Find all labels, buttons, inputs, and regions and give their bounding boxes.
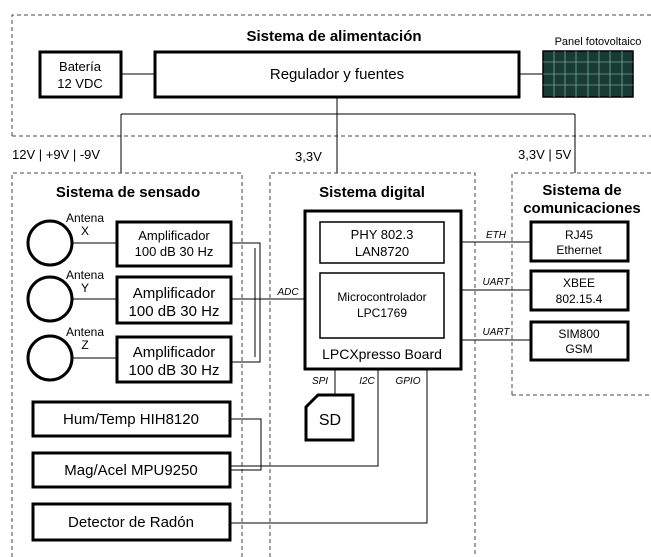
i2c-bus-label: I2C [359,376,375,387]
phy-label: PHY 802.3 [351,227,414,242]
svg-text:Z: Z [81,338,88,352]
xbee-sub: 802.15.4 [556,292,603,306]
rj45-box [529,220,630,263]
amplifier-y-spec: 100 dB 30 Hz [129,303,220,320]
sensing-system-border [11,172,243,557]
microcontroller-chip: LPC1769 [357,306,407,320]
i2c-bus-wire [230,369,379,467]
xbee-label: XBEE [563,276,595,290]
microcontroller-label: Microcontrolador [337,290,426,304]
uart-sim800-label: UART [482,327,510,338]
rj45-label: RJ45 [565,228,593,242]
radon-detector-box [31,502,232,542]
sim800-sub: GSM [565,342,592,356]
phy-chip: LAN8720 [355,244,409,259]
rj45-sub: Ethernet [556,243,602,257]
digital-system-border [269,172,476,557]
radon-detector-label: Detector de Radón [68,514,194,531]
rail-label-digital: 3,3V [295,149,322,164]
adc-bus-wires [231,242,305,363]
sd-card-label: SD [319,412,341,429]
adc-bus-label: ADC [276,287,299,298]
rail-label-sensing: 12V | +9V | -9V [12,147,100,162]
sd-card-icon [304,393,355,442]
antenna-y-icon [26,275,74,323]
solar-panel-icon [542,50,634,98]
amplifier-x-label: Amplificador [138,228,210,243]
rail-label-comms: 3,3V | 5V [518,147,572,162]
antenna-z-icon [26,334,74,382]
comms-system-title: Sistema de [542,182,621,199]
digital-system-title: Sistema digital [319,184,425,201]
amplifier-y-box [115,275,233,325]
battery-label: Batería [59,59,102,74]
gpio-bus-label: GPIO [395,376,420,387]
regulator-label: Regulador y fuentes [270,66,404,83]
eth-bus-label: ETH [486,230,507,241]
amplifier-z-spec: 100 dB 30 Hz [129,362,220,379]
svg-text:Y: Y [81,281,89,295]
sim800-box [529,320,630,362]
comms-system-border [511,172,651,396]
uart-xbee-label: UART [482,277,510,288]
sensing-system-title: Sistema de sensado [56,184,200,201]
svg-text:X: X [81,224,89,238]
antenna-x-icon [26,219,74,267]
board-label: LPCXpresso Board [322,346,442,362]
power-system-title: Sistema de alimentación [246,28,421,45]
power-system-border [11,14,651,136]
gpio-bus-wire [230,369,428,524]
svg-text:comunicaciones: comunicaciones [523,200,641,217]
spi-bus-label: SPI [312,376,328,387]
power-distribution-lines [120,97,576,173]
antenna-z-label: Antena [66,325,104,339]
microcontroller-box [319,272,445,339]
amplifier-x-spec: 100 dB 30 Hz [135,244,214,259]
battery-voltage: 12 VDC [57,76,103,91]
sim800-label: SIM800 [558,327,600,341]
amplifier-x-box [115,220,233,268]
hum-temp-sensor-box [31,400,232,438]
phy-box [319,221,445,264]
amplifier-z-label: Amplificador [133,344,216,361]
solar-panel-label: Panel fotovoltaico [555,36,642,48]
hum-temp-sensor-label: Hum/Temp HIH8120 [63,411,199,428]
xbee-box [529,269,630,312]
antenna-x-label: Antena [66,211,104,225]
mag-acel-sensor-box [31,451,232,489]
amplifier-z-box [115,335,233,384]
amplifier-y-label: Amplificador [133,285,216,302]
antenna-y-label: Antena [66,268,104,282]
mag-acel-sensor-label: Mag/Acel MPU9250 [64,462,197,479]
